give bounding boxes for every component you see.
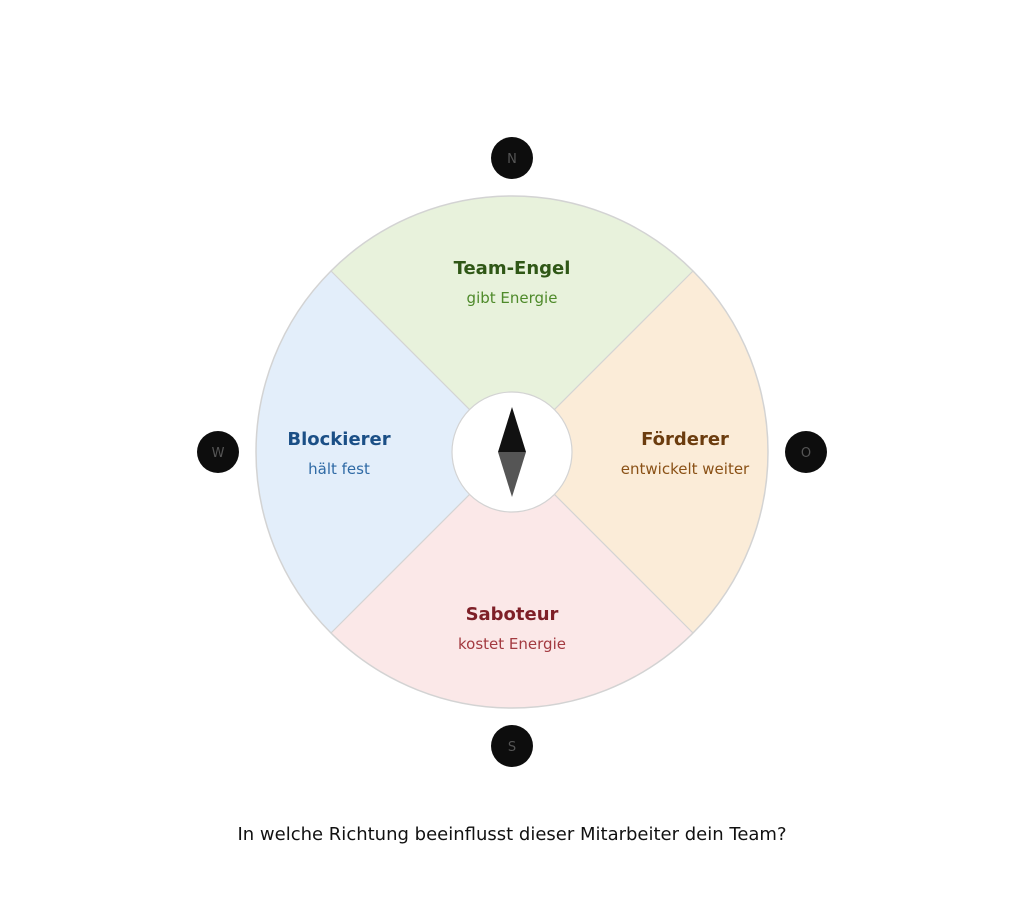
direction-badge-east: O <box>785 431 827 473</box>
direction-badge-south-circle <box>491 725 533 767</box>
segment-west-subtitle: hält fest <box>308 460 370 478</box>
direction-badge-north-circle <box>491 137 533 179</box>
compass-outer-ring <box>255 195 769 709</box>
direction-letter-north: N <box>507 152 517 167</box>
compass-needle-icon <box>498 407 526 497</box>
direction-badge-west: W <box>197 431 239 473</box>
needle-north-half <box>498 407 526 452</box>
direction-badge-east-circle <box>785 431 827 473</box>
direction-badge-north: N <box>491 137 533 179</box>
direction-letter-east: O <box>801 446 811 461</box>
direction-letter-west: W <box>212 446 225 461</box>
direction-badge-west-circle <box>197 431 239 473</box>
segment-south-subtitle: kostet Energie <box>458 635 566 653</box>
segment-east-foerderer[interactable] <box>512 271 768 633</box>
segment-east-subtitle: entwickelt weiter <box>621 460 750 478</box>
segment-south-title: Saboteur <box>466 604 559 625</box>
segment-west-title: Blockierer <box>287 429 390 450</box>
segment-east-title: Förderer <box>641 429 729 450</box>
segment-south-saboteur[interactable] <box>331 452 693 708</box>
direction-letter-south: S <box>508 740 516 755</box>
needle-south-half <box>498 452 526 497</box>
segment-west-blockierer[interactable] <box>256 271 512 633</box>
question-prompt: In welche Richtung beeinflusst dieser Mi… <box>237 824 787 845</box>
direction-badge-south: S <box>491 725 533 767</box>
segment-north-team-engel[interactable] <box>331 196 693 452</box>
segment-north-title: Team-Engel <box>454 258 571 279</box>
segment-north-subtitle: gibt Energie <box>467 289 558 307</box>
